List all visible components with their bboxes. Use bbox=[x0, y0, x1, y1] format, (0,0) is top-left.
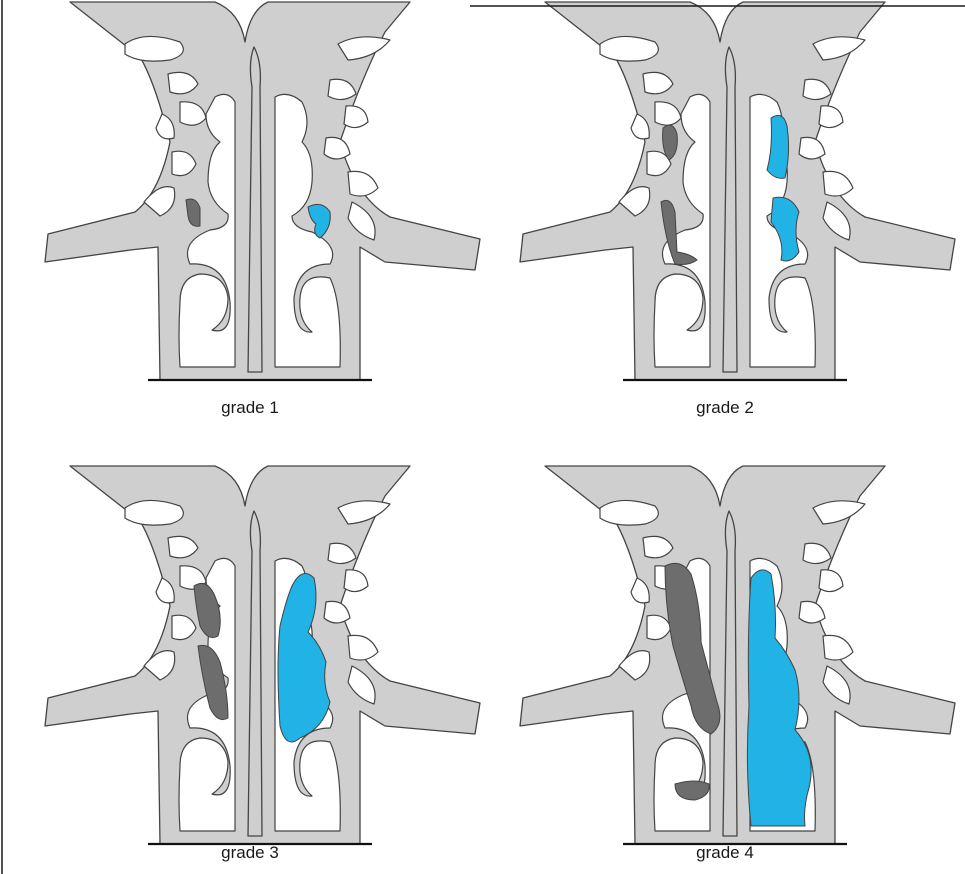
grade-4-caption: grade 4 bbox=[575, 843, 875, 863]
grade-2-caption: grade 2 bbox=[575, 398, 875, 418]
grade-2-diagram bbox=[520, 2, 955, 380]
grade-1-diagram bbox=[45, 2, 480, 380]
grade-3-diagram bbox=[45, 466, 480, 844]
grade-4-diagram bbox=[520, 466, 955, 844]
grade-1-caption: grade 1 bbox=[100, 398, 400, 418]
grade-3-caption: grade 3 bbox=[100, 843, 400, 863]
